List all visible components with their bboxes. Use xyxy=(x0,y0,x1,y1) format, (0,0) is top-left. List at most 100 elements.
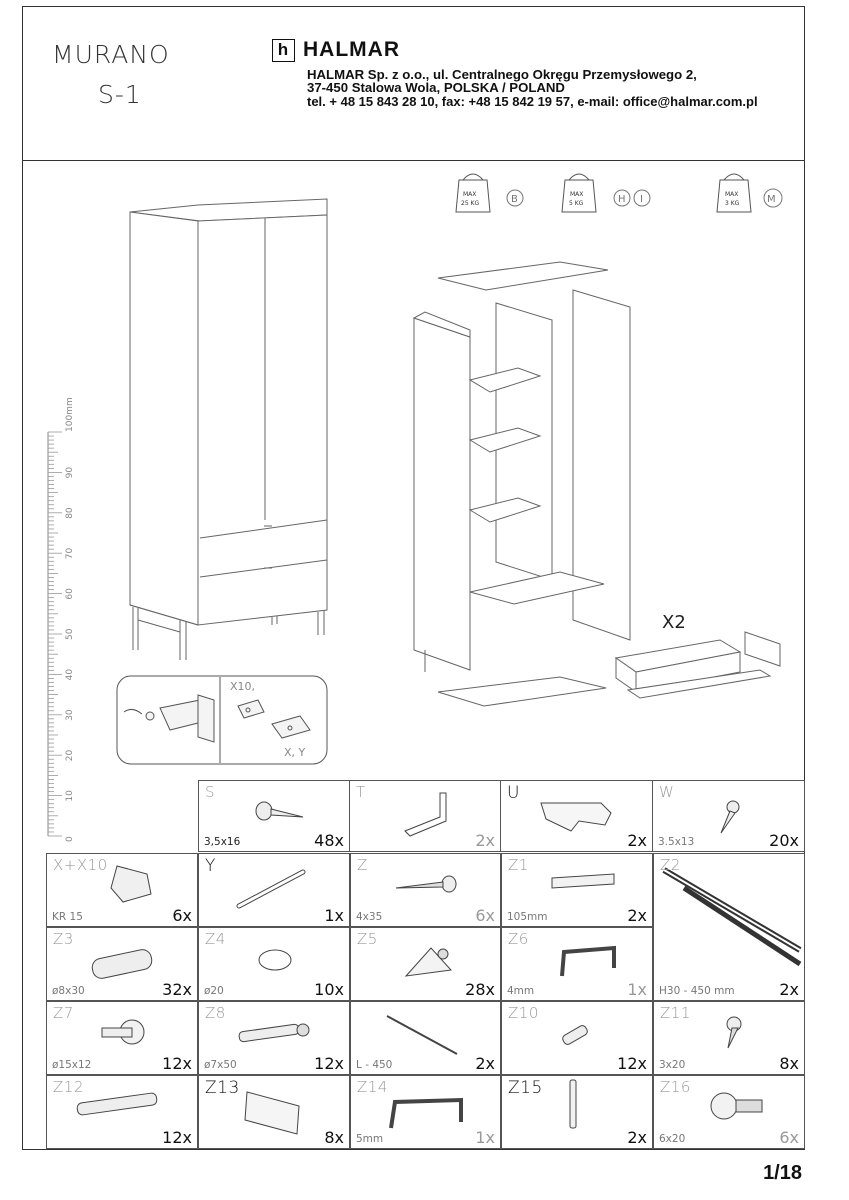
part-dimension: ø15x12 xyxy=(52,1059,92,1071)
part-U: U 2x xyxy=(500,780,653,852)
ruler-label: 30 xyxy=(65,709,75,721)
part-quantity: 8x xyxy=(324,1128,344,1147)
part-dimension: ø20 xyxy=(204,985,224,997)
part-dimension: ø8x30 xyxy=(52,985,85,997)
callout-count: X10, xyxy=(230,680,256,693)
part-rod: L - 450 2x xyxy=(350,1001,501,1075)
header-divider xyxy=(22,160,805,161)
part-code: Z15 xyxy=(508,1078,543,1098)
part-dimension: L - 450 xyxy=(356,1059,393,1071)
part-code: Z3 xyxy=(53,930,74,948)
part-icon xyxy=(386,1015,458,1055)
part-code: Z4 xyxy=(205,930,226,948)
svg-text:M: M xyxy=(767,194,776,205)
weight-limit-hi-icon: MAX 5 KG H I xyxy=(561,173,651,213)
ruler-label: 70 xyxy=(65,547,75,559)
part-S: S 3,5x16 48x xyxy=(198,780,350,852)
brand: h HALMAR xyxy=(272,38,400,62)
ruler-unit: 100mm xyxy=(65,397,75,432)
part-quantity: 6x xyxy=(172,906,192,925)
part-code: Z1 xyxy=(508,856,529,874)
part-dimension: ø7x50 xyxy=(204,1059,237,1071)
part-Z4: Z4 ø20 10x xyxy=(198,927,350,1001)
address-line-1: HALMAR Sp. z o.o., ul. Centralnego Okręg… xyxy=(307,67,697,82)
part-icon xyxy=(101,1019,145,1045)
part-code: Z16 xyxy=(660,1078,691,1096)
part-W: W 3.5x13 20x xyxy=(652,780,805,852)
model-name: MURANO xyxy=(52,40,170,69)
part-code: Z7 xyxy=(53,1004,74,1022)
part-code: Z11 xyxy=(660,1004,691,1022)
ruler-label: 90 xyxy=(65,467,75,479)
svg-text:I: I xyxy=(640,194,643,205)
exploded-view-icon xyxy=(412,261,781,707)
part-icon xyxy=(238,1023,310,1043)
part-quantity: 12x xyxy=(162,1128,192,1147)
hinge-parts-icon xyxy=(237,699,311,739)
part-quantity: 2x xyxy=(475,1054,495,1073)
part-icon xyxy=(244,1091,300,1135)
part-quantity: 2x xyxy=(627,906,647,925)
part-dimension: 3x20 xyxy=(659,1059,686,1071)
ruler-label: 80 xyxy=(65,507,75,519)
ruler-label: 60 xyxy=(65,588,75,600)
brand-name: HALMAR xyxy=(303,38,400,61)
svg-text:5 KG: 5 KG xyxy=(569,200,584,207)
ruler-label: 0 xyxy=(65,836,75,842)
svg-text:25 KG: 25 KG xyxy=(461,200,479,207)
part-code: Y xyxy=(205,856,216,876)
ruler-label: 50 xyxy=(65,628,75,640)
part-quantity: 1x xyxy=(324,906,344,925)
part-icon xyxy=(395,875,457,893)
part-icon xyxy=(560,945,616,977)
wardrobe-icon xyxy=(129,198,328,660)
part-icon xyxy=(236,869,306,909)
model-variant: S-1 xyxy=(98,80,142,109)
part-code: Z2 xyxy=(660,856,681,874)
part-dimension: 4x35 xyxy=(356,911,383,923)
part-dimension: KR 15 xyxy=(52,911,83,923)
part-dimension: 4mm xyxy=(507,985,535,997)
svg-text:MAX: MAX xyxy=(463,191,476,198)
ruler-label: 20 xyxy=(65,749,75,761)
part-quantity: 10x xyxy=(314,980,344,999)
part-icon xyxy=(110,865,152,903)
part-icon xyxy=(91,949,153,979)
drawer-multiplier: X2 xyxy=(662,612,686,633)
part-Z15: Z15 2x xyxy=(501,1075,653,1149)
hinge-callout-box xyxy=(116,675,328,765)
part-quantity: 2x xyxy=(627,1128,647,1147)
part-quantity: 32x xyxy=(162,980,192,999)
part-quantity: 12x xyxy=(162,1054,192,1073)
svg-text:H: H xyxy=(618,194,626,205)
weight-limit-b-icon: MAX 25 KG B xyxy=(455,173,524,213)
part-Z3: Z3 ø8x30 32x xyxy=(46,927,198,1001)
part-quantity: 6x xyxy=(475,906,495,925)
part-icon xyxy=(404,947,453,977)
address-line-2: 37-450 Stalowa Wola, POLSKA / POLAND xyxy=(307,80,565,95)
part-code: Z13 xyxy=(205,1078,240,1098)
part-dimension: H30 - 450 mm xyxy=(659,985,735,997)
hinge-adjustment-icon xyxy=(123,694,215,743)
page-number: 1/18 xyxy=(763,1162,802,1184)
part-icon xyxy=(562,1025,588,1045)
svg-text:B: B xyxy=(511,194,518,205)
part-dimension: 6x20 xyxy=(659,1133,686,1145)
weight-limit-m-icon: MAX 3 KG M xyxy=(716,173,783,213)
part-icon xyxy=(551,873,615,889)
part-Z13: Z13 8x xyxy=(198,1075,350,1149)
part-quantity: 12x xyxy=(617,1054,647,1073)
part-icon xyxy=(569,1079,577,1129)
part-Y: Y 1x xyxy=(198,853,350,927)
svg-text:MAX: MAX xyxy=(570,191,583,198)
